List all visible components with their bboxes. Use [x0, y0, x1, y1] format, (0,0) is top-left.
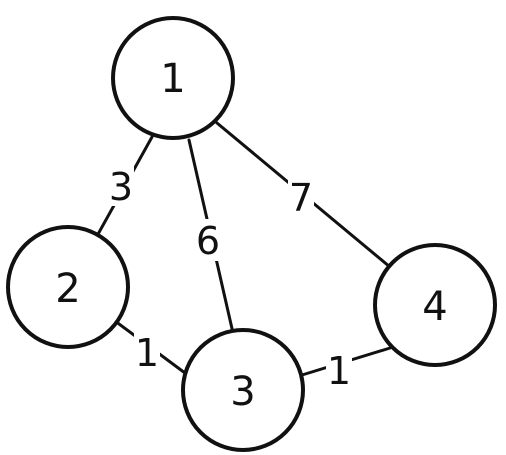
node-3: 3	[181, 328, 305, 452]
nodes: 1 2 3 4	[6, 16, 497, 452]
edge-2-3-weight-text: 1	[135, 331, 159, 375]
node-3-label: 3	[230, 369, 255, 415]
edge-3-4-weight-text: 1	[327, 349, 351, 393]
node-1-circle	[111, 16, 235, 140]
edge-1-3-weight: 6	[195, 219, 221, 263]
edge-3-4-weight: 1	[326, 349, 352, 393]
edge-2-3-weight: 1	[134, 331, 160, 375]
node-1: 1	[111, 16, 235, 140]
edge-labels: 3 6 7 1 1	[108, 164, 352, 393]
node-2-label: 2	[55, 266, 80, 312]
edge-1-2-weight: 3	[108, 164, 134, 209]
node-4-circle	[373, 243, 497, 367]
edge-1-3-weight-text: 6	[196, 219, 220, 263]
node-3-circle	[181, 328, 305, 452]
edge-1-4-weight-text: 7	[289, 176, 313, 220]
node-1-label: 1	[160, 56, 185, 102]
edge-1-2-weight-text: 3	[109, 165, 133, 209]
edge-1-4-weight: 7	[288, 175, 314, 220]
node-4: 4	[373, 243, 497, 367]
node-2: 2	[6, 225, 130, 349]
node-4-label: 4	[422, 284, 447, 330]
node-2-circle	[6, 225, 130, 349]
